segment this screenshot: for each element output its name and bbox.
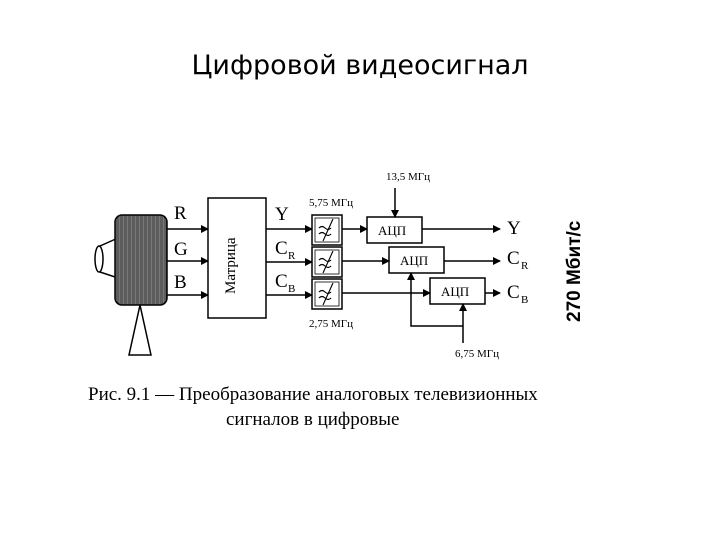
matrix-output-cr: C: [275, 238, 288, 259]
input-label-g: G: [174, 239, 188, 260]
matrix-output-cr-sub: R: [288, 250, 296, 262]
filter-freq-top: 5,75 МГц: [309, 197, 353, 209]
adc-label-cb: АЦП: [441, 284, 469, 299]
figure-caption-line1: Рис. 9.1 — Преобразование аналоговых тел…: [88, 384, 538, 405]
input-lines: [167, 225, 209, 299]
matrix-output-cb-sub: B: [288, 283, 295, 295]
figure-caption-line2: сигналов в цифровые: [226, 409, 399, 430]
matrix-output-y: Y: [275, 204, 289, 225]
clock-lines: [391, 188, 467, 343]
filter-freq-bottom: 2,75 МГц: [309, 318, 353, 330]
output-label-cr: C: [507, 248, 520, 269]
clock-freq-top: 13,5 МГц: [386, 171, 430, 183]
matrix-output-cb: C: [275, 271, 288, 292]
output-label-y: Y: [507, 218, 521, 239]
slide-title: Цифровой видеосигнал: [191, 50, 529, 81]
matrix-filter-lines: [266, 225, 313, 299]
clock-freq-bottom: 6,75 МГц: [455, 348, 499, 360]
signal-lines: [342, 225, 501, 297]
matrix-label: Матрица: [223, 237, 239, 294]
filter-block-y: [311, 214, 343, 246]
input-label-b: B: [174, 272, 187, 293]
filter-block-cr: [311, 246, 343, 278]
camera-icon: [94, 214, 168, 356]
adc-block-cb: [429, 277, 486, 305]
output-label-cb: C: [507, 282, 520, 303]
adc-label-cr: АЦП: [400, 253, 428, 268]
matrix-block: [207, 197, 267, 319]
output-label-cb-sub: B: [521, 294, 528, 306]
bit-rate-label: 270 Мбит/с: [564, 220, 585, 322]
output-label-cr-sub: R: [521, 260, 529, 272]
adc-label-y: АЦП: [378, 223, 406, 238]
input-label-r: R: [174, 203, 187, 224]
filter-block-cb: [311, 278, 343, 310]
